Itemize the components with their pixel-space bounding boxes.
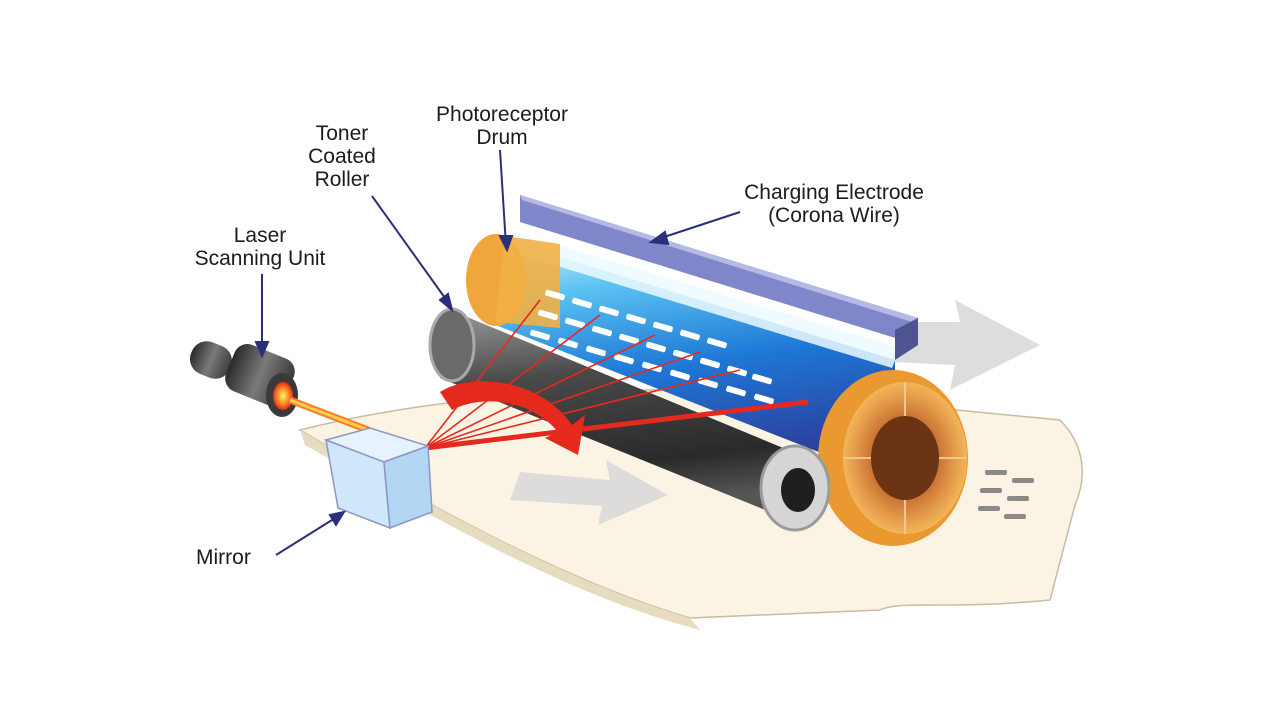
laser-scanning-unit	[189, 341, 298, 417]
printed-dots	[978, 470, 1034, 519]
label-toner-line1: Toner	[315, 122, 369, 145]
photoreceptor-drum	[466, 232, 968, 546]
drum-rotation-arrow	[892, 300, 1040, 390]
charging-electrode	[520, 195, 918, 360]
label-drum-line1: Photoreceptor	[436, 103, 568, 126]
laser-sweep-arrow	[440, 381, 585, 455]
label-toner-line3: Roller	[314, 168, 370, 191]
label-drum-line2: Drum	[476, 126, 528, 149]
label-mirror-text: Mirror	[196, 546, 251, 569]
mirror	[323, 427, 433, 530]
label-charge-line2: (Corona Wire)	[768, 204, 900, 227]
label-charging-electrode: Charging Electrode (Corona Wire)	[714, 181, 954, 227]
label-photoreceptor-drum: Photoreceptor Drum	[412, 103, 592, 149]
label-laser-line2: Scanning Unit	[194, 247, 326, 270]
label-laser-scanning-unit: Laser Scanning Unit	[180, 224, 340, 270]
paper-direction-arrow	[510, 460, 668, 525]
label-toner-line2: Coated	[308, 145, 376, 168]
label-laser-line1: Laser	[233, 224, 287, 247]
label-charge-line1: Charging Electrode	[744, 181, 924, 204]
label-mirror: Mirror	[196, 546, 286, 569]
leader-lines	[254, 149, 741, 556]
label-toner-coated-roller: Toner Coated Roller	[292, 122, 392, 191]
latent-image	[530, 289, 774, 405]
toner-roller	[428, 307, 831, 532]
